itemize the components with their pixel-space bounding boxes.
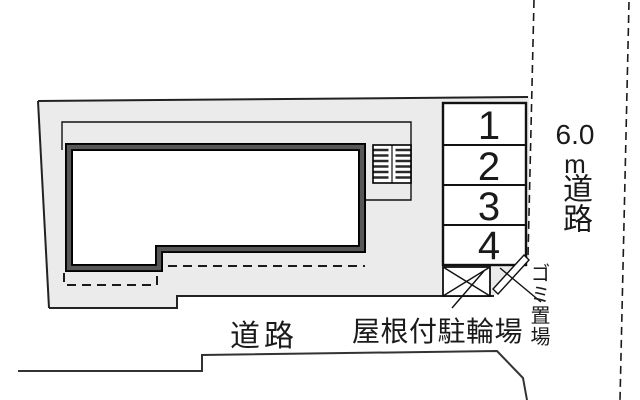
corner-cut-band	[492, 253, 530, 296]
road-edge-dashed-far	[619, 1, 630, 400]
parking-space-2-label: 2	[477, 145, 501, 189]
parking-stalls	[441, 101, 528, 267]
eaves-outline-dashed	[63, 265, 365, 286]
road-label-right: 道路	[558, 173, 591, 233]
site-boundary-left	[37, 100, 50, 309]
road-edge-dashed-near	[527, 0, 535, 258]
leader-line-garbage	[499, 267, 542, 303]
covered-bicycle-parking-label: 屋根付駐輪場	[352, 316, 524, 347]
road-edge-bottom	[18, 349, 528, 400]
site-boundary-top	[37, 96, 529, 102]
building-outline-gray-core	[66, 144, 365, 271]
garbage-storage-label: ゴミ置場	[527, 263, 549, 347]
road-unit-label: m	[564, 149, 586, 179]
road-label-bottom: 道路	[230, 320, 298, 353]
staircase	[372, 144, 412, 184]
road-width-label: 6.0	[555, 119, 595, 150]
parking-space-3-label: 3	[477, 185, 501, 229]
leader-line-bicycle-parking	[451, 270, 485, 309]
eaves-outline	[61, 121, 412, 201]
parking-space-1-label: 1	[477, 104, 501, 148]
site-boundary-bottom	[49, 295, 494, 309]
parking-space-4-label: 4	[477, 224, 501, 268]
